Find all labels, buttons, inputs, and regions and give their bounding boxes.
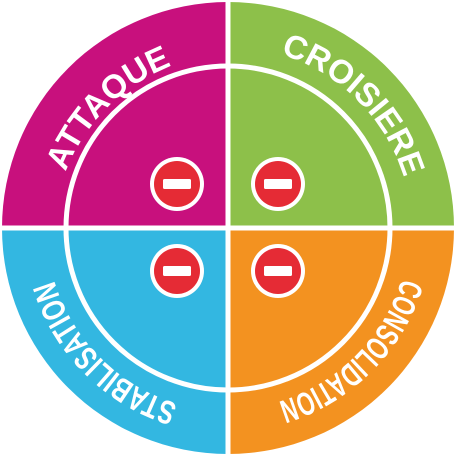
- no-entry-icon: [150, 244, 204, 298]
- no-entry-icon: [150, 157, 204, 211]
- no-entry-icon: [251, 157, 305, 211]
- no-entry-icon: [251, 244, 305, 298]
